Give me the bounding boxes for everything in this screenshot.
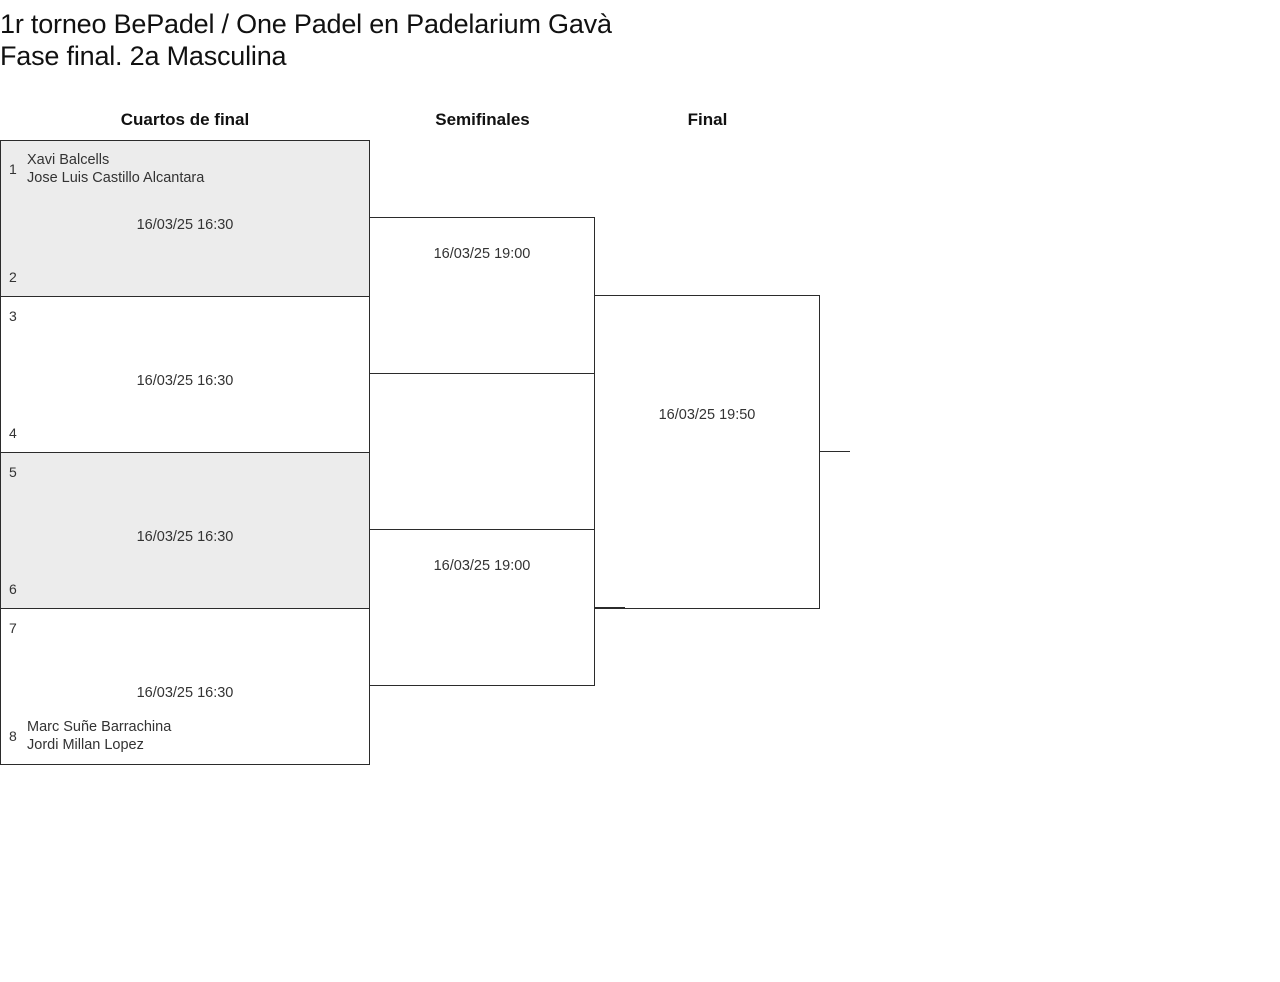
tournament-title-line-1: 1r torneo BePadel / One Padel en Padelar…	[0, 9, 612, 39]
match-slot-top[interactable]: 7	[1, 619, 369, 637]
seed-number: 8	[9, 728, 17, 744]
match-quarterfinal-1[interactable]: 1 Xavi Balcells Jose Luis Castillo Alcan…	[0, 140, 370, 297]
match-quarterfinal-2[interactable]: 3 16/03/25 16:30 4	[0, 296, 370, 453]
seed-number: 4	[9, 425, 17, 441]
bracket-tree: 1 Xavi Balcells Jose Luis Castillo Alcan…	[0, 140, 1280, 840]
match-slot-top[interactable]: 1 Xavi Balcells Jose Luis Castillo Alcan…	[1, 151, 369, 187]
match-slot-top[interactable]: 3	[1, 307, 369, 325]
round-header-quarterfinals: Cuartos de final	[120, 110, 250, 129]
match-slot-bottom[interactable]: 4	[1, 424, 369, 442]
seed-number: 6	[9, 581, 17, 597]
connector-semifinal-1-out	[595, 295, 625, 296]
seed-number: 7	[9, 620, 17, 636]
connector-final-out	[820, 451, 850, 452]
seed-number: 1	[9, 161, 17, 177]
player-names: Xavi Balcells Jose Luis Castillo Alcanta…	[27, 152, 205, 186]
match-slot-top[interactable]: 5	[1, 463, 369, 481]
match-quarterfinal-4[interactable]: 7 16/03/25 16:30 8 Marc Suñe Barrachina …	[0, 608, 370, 765]
seed-number: 3	[9, 308, 17, 324]
round-header-final: Final	[687, 110, 728, 129]
match-final[interactable]: 16/03/25 19:50	[594, 295, 820, 609]
seed-number: 5	[9, 464, 17, 480]
match-datetime: 16/03/25 16:30	[136, 372, 234, 389]
match-datetime: 16/03/25 19:00	[433, 246, 531, 262]
match-datetime: 16/03/25 16:30	[136, 528, 234, 545]
page-title: 1r torneo BePadel / One Padel en Padelar…	[0, 8, 900, 72]
match-datetime: 16/03/25 19:50	[658, 407, 756, 423]
match-slot-bottom[interactable]: 6	[1, 580, 369, 598]
match-semifinal-1[interactable]: 16/03/25 19:00	[369, 217, 595, 374]
match-datetime: 16/03/25 19:00	[433, 558, 531, 574]
match-semifinal-2[interactable]: 16/03/25 19:00	[369, 529, 595, 686]
round-header-semifinals: Semifinales	[435, 110, 530, 129]
player-names: Marc Suñe Barrachina Jordi Millan Lopez	[27, 719, 172, 753]
match-datetime: 16/03/25 16:30	[136, 684, 234, 701]
seed-number: 2	[9, 269, 17, 285]
connector-semifinal-2-out	[595, 607, 625, 608]
match-datetime: 16/03/25 16:30	[136, 216, 234, 233]
tournament-title-line-2: Fase final. 2a Masculina	[0, 41, 287, 71]
match-slot-bottom[interactable]: 2	[1, 268, 369, 286]
match-slot-bottom[interactable]: 8 Marc Suñe Barrachina Jordi Millan Lope…	[1, 718, 369, 754]
match-quarterfinal-3[interactable]: 5 16/03/25 16:30 6	[0, 452, 370, 609]
